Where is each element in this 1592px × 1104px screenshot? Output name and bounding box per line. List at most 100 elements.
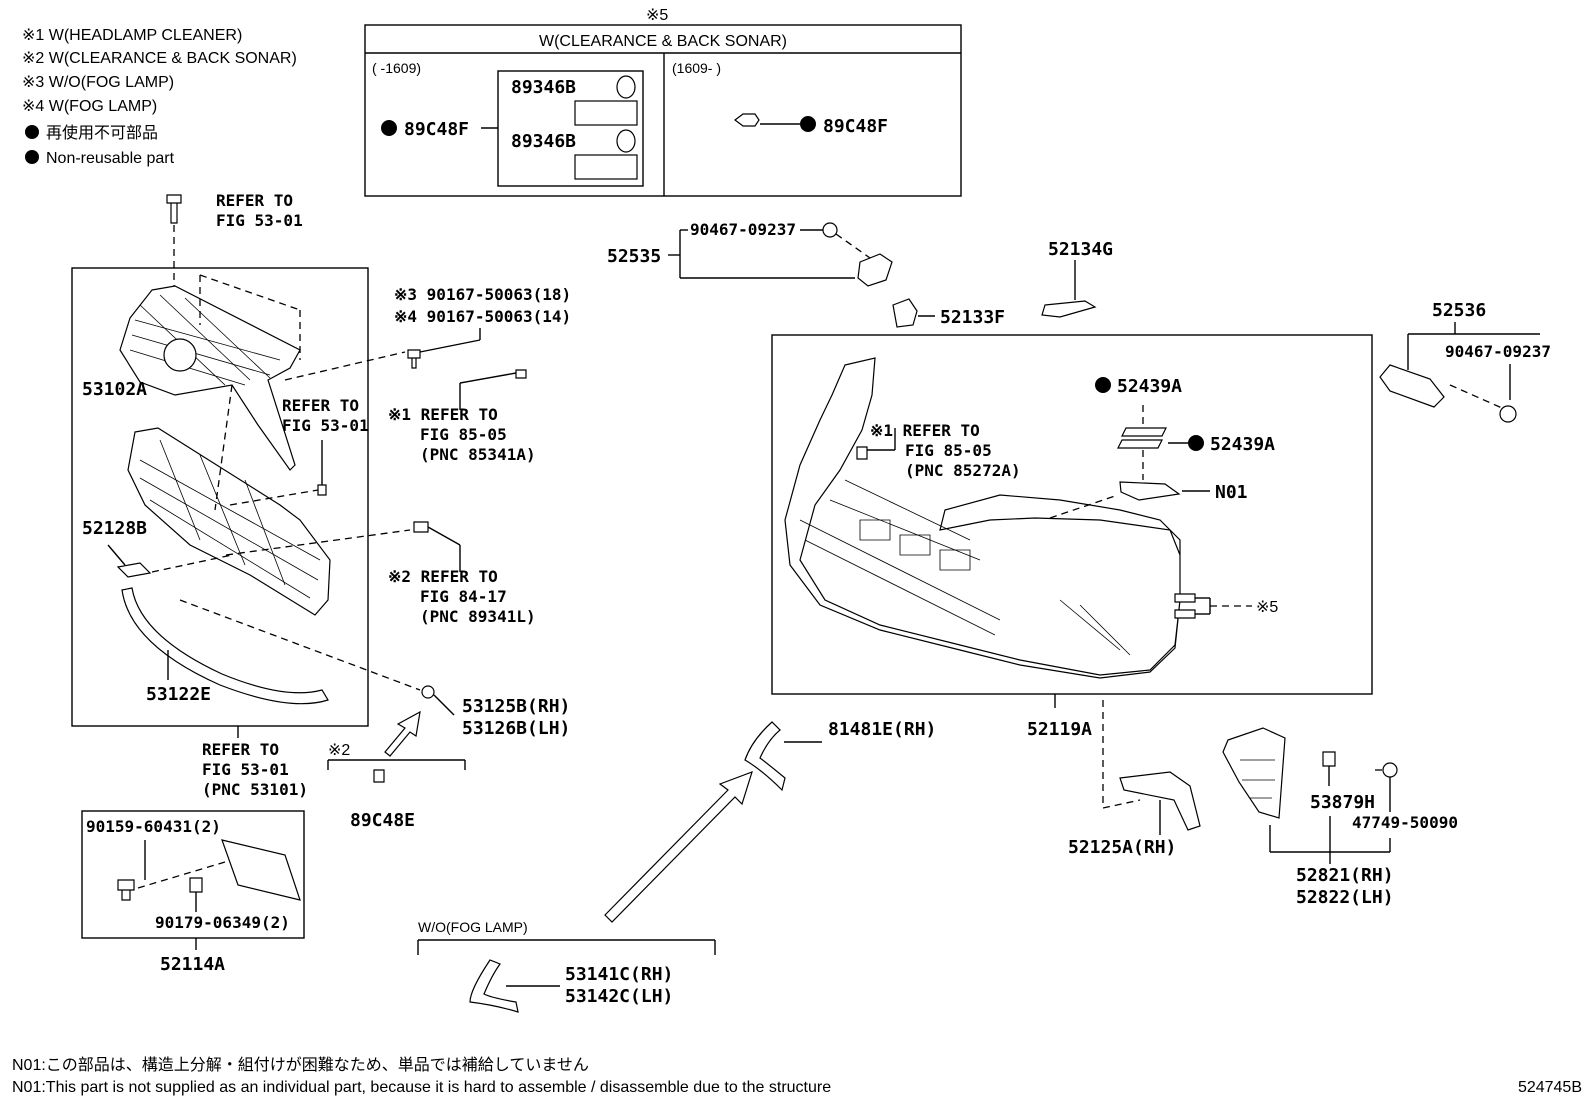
- ref-53101-line3: (PNC 53101): [202, 780, 308, 799]
- sensor-icon: [1174, 609, 1196, 619]
- part-90467-top[interactable]: 90467-09237: [690, 220, 796, 239]
- part-52128b[interactable]: 52128B: [82, 518, 147, 539]
- sonar-box-mark: ※5: [646, 7, 668, 24]
- legend: ※1 W(HEADLAMP CLEANER) ※2 W(CLEARANCE & …: [22, 27, 297, 167]
- part-90167-14[interactable]: ※4 90167-50063(14): [394, 307, 571, 326]
- mark-5: ※5: [1256, 599, 1278, 616]
- emblem-ring-icon: [163, 338, 197, 372]
- part-90159[interactable]: 90159-60431(2): [86, 817, 221, 836]
- part-53126b[interactable]: 53126B(LH): [462, 718, 570, 739]
- lower-grille-icon: [127, 427, 331, 616]
- ref-53101-line1: REFER TO: [202, 740, 279, 759]
- part-52821[interactable]: 52821(RH): [1296, 865, 1394, 886]
- tape-icon: [1121, 427, 1167, 437]
- part-52536[interactable]: 52536: [1432, 300, 1486, 321]
- clip-icon: [856, 446, 868, 460]
- part-52119a[interactable]: 52119A: [1027, 719, 1092, 740]
- ref-grille-line1: REFER TO: [282, 396, 359, 415]
- part-89c48f-right[interactable]: 89C48F: [823, 116, 888, 137]
- bracket-52133f-icon: [892, 298, 918, 328]
- sonar-sticker-icon: [616, 75, 636, 99]
- ref-top-line2: FIG 53-01: [216, 211, 303, 230]
- ref-8505a-line3: (PNC 85341A): [420, 445, 536, 464]
- clip-icon: [1322, 751, 1336, 767]
- upper-grille-icon: [119, 285, 301, 471]
- part-89c48e[interactable]: 89C48E: [350, 810, 415, 831]
- part-90167-18[interactable]: ※3 90167-50063(18): [394, 285, 571, 304]
- part-89c48f-left[interactable]: 89C48F: [404, 119, 469, 140]
- wo-fog-label: W/O(FOG LAMP): [418, 919, 528, 935]
- non-reusable-dot-icon: [1095, 377, 1111, 393]
- cap-icon: [421, 685, 435, 699]
- ref-53101: REFER TO FIG 53-01 (PNC 53101): [202, 726, 308, 799]
- part-52134g[interactable]: 52134G: [1048, 239, 1113, 260]
- part-52535[interactable]: 52535: [607, 246, 661, 267]
- screw-icon: [1382, 762, 1398, 778]
- part-52822[interactable]: 52822(LH): [1296, 887, 1394, 908]
- clip-icon: [317, 484, 327, 496]
- bracket-52821-icon: [1222, 727, 1286, 819]
- part-52125a[interactable]: 52125A(RH): [1068, 837, 1176, 858]
- clip-icon: [515, 369, 527, 379]
- bumper-frame: [771, 334, 1373, 695]
- ref-8505a-line1: ※1 REFER TO: [388, 405, 498, 424]
- ref-8505b-line3: (PNC 85272A): [905, 461, 1021, 480]
- legend-item-3: ※3 W/O(FOG LAMP): [22, 74, 174, 91]
- retainer-52536-icon: [1379, 364, 1445, 408]
- fog-cover-81481e-icon: [744, 721, 786, 792]
- part-90179[interactable]: 90179-06349(2): [155, 913, 290, 932]
- sonar-left-range: ( -1609): [372, 60, 421, 76]
- tape-icon: [1117, 439, 1163, 449]
- part-52133f[interactable]: 52133F: [940, 307, 1005, 328]
- license-bracket-icon: [221, 839, 301, 901]
- sonar-subbox: [497, 70, 644, 187]
- part-81481e[interactable]: 81481E(RH): [828, 719, 936, 740]
- part-47749[interactable]: 47749-50090: [1352, 813, 1458, 832]
- part-89346b-1[interactable]: 89346B: [511, 77, 576, 98]
- part-53879h[interactable]: 53879H: [1310, 792, 1375, 813]
- mark-2: ※2: [328, 742, 350, 759]
- ref-8417-line1: ※2 REFER TO: [388, 567, 498, 586]
- part-n01[interactable]: N01: [1215, 482, 1248, 503]
- lower-right-parts: 81481E(RH) 52119A 52125A(RH) 53879H 4774…: [744, 694, 1458, 908]
- fog-cover-icon: [469, 959, 519, 1013]
- clip-icon: [189, 877, 203, 893]
- bracket-52125a-icon: [1119, 771, 1201, 831]
- top-mid-parts: 90467-09237 52535 52134G 52133F: [607, 220, 1113, 328]
- part-90467-right[interactable]: 90467-09237: [1445, 342, 1551, 361]
- ref-8417-line2: FIG 84-17: [420, 587, 507, 606]
- part-53142c[interactable]: 53142C(LH): [565, 986, 673, 1007]
- ref-grille-line2: FIG 53-01: [282, 416, 369, 435]
- retainer-52535-icon: [857, 253, 893, 287]
- screw-icon: [822, 222, 838, 238]
- screw-icon: [407, 349, 421, 369]
- direction-arrow-icon: [384, 710, 421, 757]
- sensor-icon: [1174, 593, 1196, 603]
- retainer-52536-group: 52536 90467-09237: [1379, 300, 1551, 423]
- nut-icon: [373, 769, 385, 783]
- sonar-box: ※5 W(CLEARANCE & BACK SONAR) ( -1609) (1…: [364, 7, 962, 197]
- legend-item-1: ※1 W(HEADLAMP CLEANER): [22, 27, 242, 44]
- part-53141c[interactable]: 53141C(RH): [565, 964, 673, 985]
- bolt-icon: [166, 194, 182, 224]
- part-53122e[interactable]: 53122E: [146, 684, 211, 705]
- sonar-sensor-icon: [413, 521, 429, 533]
- ref-8505b-line1: ※1 REFER TO: [870, 421, 980, 440]
- legend-item-4: ※4 W(FOG LAMP): [22, 98, 157, 115]
- bumper-assembly: 52439A 52439A N01 ※1 REFER TO FIG 85-05 …: [771, 334, 1373, 695]
- ref-8417-line3: (PNC 89341L): [420, 607, 536, 626]
- part-53125b[interactable]: 53125B(RH): [462, 696, 570, 717]
- part-52114a[interactable]: 52114A: [160, 954, 225, 975]
- part-52439a-2[interactable]: 52439A: [1210, 434, 1275, 455]
- ref-8505a-line2: FIG 85-05: [420, 425, 507, 444]
- part-89346b-2[interactable]: 89346B: [511, 131, 576, 152]
- direction-arrow-icon: [604, 771, 753, 923]
- footnotes: N01:この部品は、構造上分解・組付けが困難なため、単品では補給していません N…: [12, 1056, 1582, 1096]
- front-bumper-cover-icon: [784, 357, 1181, 679]
- bracket-52128b-icon: [116, 562, 152, 578]
- part-53102a[interactable]: 53102A: [82, 379, 147, 400]
- bolt-icon: [117, 879, 135, 901]
- part-52439a-1[interactable]: 52439A: [1117, 376, 1182, 397]
